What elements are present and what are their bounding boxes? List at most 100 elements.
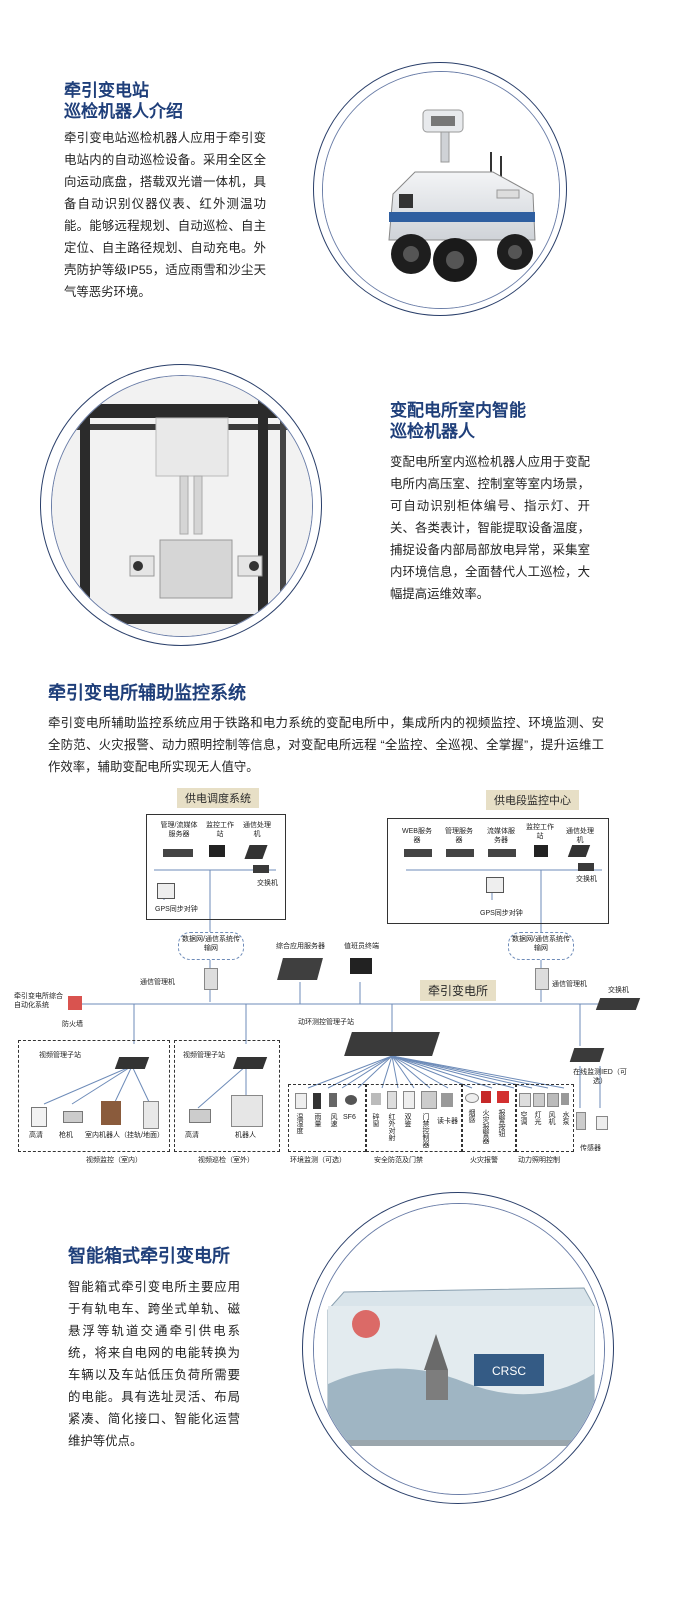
network-cloud-left: 数据网/通信系统传输网 <box>178 932 244 960</box>
workstation-icon <box>534 845 548 857</box>
video-indoor-label: 视频监控（室内） <box>86 1157 142 1164</box>
temp-humidity-icon <box>295 1093 307 1109</box>
section3-title: 牵引变电所辅助监控系统 <box>48 683 246 703</box>
robot-indoor-image <box>51 375 313 637</box>
network-cloud-right: 数据网/通信系统传输网 <box>508 932 574 960</box>
video-sub1-icon <box>114 1057 150 1069</box>
power-item-0: 空调 <box>520 1111 527 1125</box>
video-sub2-label: 视频管理子站 <box>183 1052 225 1059</box>
mid-device-1: 机器人 <box>235 1132 256 1139</box>
ir-beam-icon <box>387 1091 397 1109</box>
env-group: 温湿度 雨量 风速 SF6 <box>288 1084 366 1152</box>
system-diagram: 供电调度系统 供电段监控中心 管理/流媒体服务器 监控工作站 通信处理机 交换机… <box>14 786 666 1172</box>
mid-device-0: 高清 <box>185 1132 199 1139</box>
center-item-0: WEB服务器 <box>402 828 432 844</box>
right-switch-icon <box>595 998 641 1010</box>
mgmt-server-icon <box>446 849 474 857</box>
env-substation-icon <box>344 1032 440 1056</box>
app-server-icon <box>277 958 323 980</box>
dual-tech-icon <box>403 1091 415 1109</box>
pump-icon <box>561 1093 569 1105</box>
video-sub2-icon <box>232 1057 268 1069</box>
comm-manager-right-icon <box>535 968 549 990</box>
fire-item-0: 烟感 <box>468 1109 475 1123</box>
section4-title: 智能箱式牵引变电所 <box>68 1246 230 1266</box>
substation-label: 牵引变电所 <box>420 980 497 1001</box>
hd-camera-icon <box>31 1107 47 1127</box>
power-item-2: 风机 <box>548 1111 555 1125</box>
section2-title: 变配电所室内智能 巡检机器人 <box>390 401 526 441</box>
fire-item-2: 报警按钮 <box>498 1109 505 1137</box>
glass-break-icon <box>371 1093 381 1105</box>
comm-manager-right-label: 通信管理机 <box>552 981 587 988</box>
center-item-1: 管理服务器 <box>445 828 473 844</box>
security-item-0: 碎窗 <box>372 1113 379 1127</box>
security-item-2: 双鉴 <box>404 1113 411 1127</box>
robot-indoor-circle <box>40 364 322 646</box>
alarm-button-icon <box>497 1091 509 1103</box>
scada-label: 牵引变电所综合自动化系统 <box>14 993 63 1009</box>
center-switch-label: 交换机 <box>576 876 597 883</box>
security-item-3: 门禁控制器 <box>422 1113 429 1148</box>
gps-icon <box>157 883 175 899</box>
firewall-label: 防火墙 <box>62 1021 83 1028</box>
web-server-icon <box>404 849 432 857</box>
fire-group: 烟感 火灾报警器 报警按钮 <box>462 1084 516 1152</box>
ied-label: 在线监测IED（可选） <box>573 1069 627 1085</box>
firewall-icon <box>68 996 82 1010</box>
fire-item-1: 火灾报警器 <box>482 1109 489 1144</box>
dispatch-item-2: 通信处理机 <box>243 822 271 838</box>
video-indoor-group: 视频管理子站 高清 枪机 室内机器人（挂轨/地面） <box>18 1040 170 1152</box>
security-item-4: 读卡器 <box>437 1118 458 1125</box>
center-item-3: 监控工作站 <box>526 824 554 840</box>
dispatch-gps-label: GPS同步对钟 <box>155 906 198 913</box>
fire-label: 火灾报警 <box>470 1157 498 1164</box>
outdoor-robot-icon <box>231 1095 263 1127</box>
media-server-icon <box>488 849 516 857</box>
wind-icon <box>329 1093 337 1107</box>
fire-alarm-icon <box>481 1091 491 1103</box>
sensor-label: 传感器 <box>580 1145 601 1152</box>
rail-robot-icon <box>101 1101 121 1125</box>
video-outdoor-group: 视频管理子站 高清 机器人 <box>174 1040 280 1152</box>
center-switch-icon <box>578 863 594 871</box>
outdoor-hd-camera-icon <box>189 1109 211 1123</box>
env-item-2: 风速 <box>330 1113 337 1127</box>
duty-terminal-icon <box>350 958 372 974</box>
security-item-1: 红外对射 <box>388 1113 395 1141</box>
bullet-camera-icon <box>63 1111 83 1123</box>
center-gps-label: GPS同步对钟 <box>480 910 523 917</box>
ied-icon <box>569 1048 605 1062</box>
box-substation-circle: CRSC <box>302 1192 614 1504</box>
server-icon <box>163 849 193 857</box>
dispatch-switch-label: 交换机 <box>257 880 278 887</box>
diagram-lines <box>43 869 624 1109</box>
app-server-label: 综合应用服务器 <box>276 943 325 950</box>
dispatch-item-0: 管理/流媒体服务器 <box>160 822 198 838</box>
duty-terminal-label: 值班员终端 <box>344 943 379 950</box>
power-group: 空调 灯光 风机 水泵 <box>516 1084 574 1152</box>
card-reader-icon <box>441 1093 453 1107</box>
security-label: 安全防范及门禁 <box>374 1157 423 1164</box>
section1-title: 牵引变电站 巡检机器人介绍 <box>64 81 183 121</box>
smoke-icon <box>465 1093 479 1103</box>
left-device-1: 枪机 <box>59 1132 73 1139</box>
door-controller-icon <box>421 1091 437 1109</box>
section3-body: 牵引变电所辅助监控系统应用于铁路和电力系统的变配电所中，集成所内的视频监控、环境… <box>48 716 604 774</box>
center-gps-icon <box>486 877 504 893</box>
center-item-2: 流媒体服务器 <box>487 828 515 844</box>
robot-outdoor-circle <box>313 62 567 316</box>
center-item-4: 通信处理机 <box>566 828 594 844</box>
section2-body: 变配电所室内巡检机器人应用于变配电所内高压室、控制室等室内场景，可自动识别柜体编… <box>390 455 590 601</box>
power-item-1: 灯光 <box>534 1111 541 1125</box>
left-device-2: 室内机器人（挂轨/地面） <box>85 1132 164 1139</box>
env-item-1: 雨量 <box>314 1113 321 1127</box>
switch-icon <box>253 865 269 873</box>
power-dispatch-label: 供电调度系统 <box>177 788 259 808</box>
sf6-icon <box>345 1095 357 1105</box>
container-logo: CRSC <box>492 1364 526 1378</box>
floor-robot-icon <box>143 1101 159 1129</box>
env-item-3: SF6 <box>343 1114 356 1121</box>
dispatch-item-1: 监控工作站 <box>206 822 234 838</box>
power-item-3: 水泵 <box>562 1111 569 1125</box>
